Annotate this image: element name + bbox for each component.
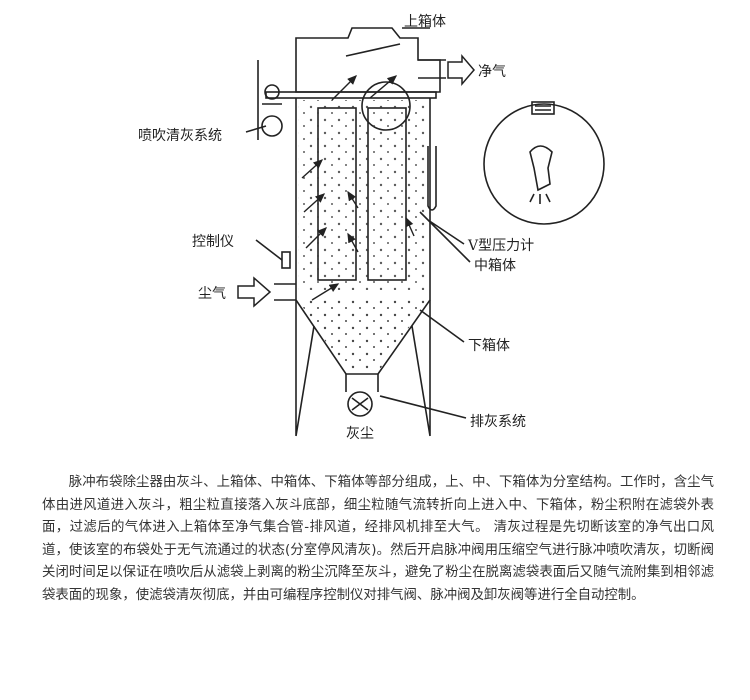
label-upper-box: 上箱体 bbox=[404, 14, 446, 30]
nozzle-detail bbox=[529, 145, 553, 192]
label-discharge-system: 排灰系统 bbox=[470, 414, 526, 430]
controller-box bbox=[281, 251, 291, 269]
dust-air-arrow bbox=[237, 276, 272, 308]
flow-arrow bbox=[305, 227, 327, 249]
label-controller: 控制仪 bbox=[192, 234, 234, 250]
dust-collector-diagram: 上箱体 净气 喷吹清灰系统 控制仪 V型压力计 中箱体 尘气 下箱体 排灰系统 … bbox=[138, 14, 605, 442]
label-clean-air: 净气 bbox=[478, 64, 506, 80]
outlet-duct bbox=[418, 59, 446, 79]
diagram-canvas: 上箱体 净气 喷吹清灰系统 控制仪 V型压力计 中箱体 尘气 下箱体 排灰系统 … bbox=[138, 14, 605, 442]
u-gauge bbox=[427, 146, 437, 211]
rotary-valve bbox=[347, 391, 373, 417]
clean-air-arrow bbox=[447, 53, 475, 87]
flow-arrow bbox=[301, 159, 324, 179]
flow-arrow bbox=[331, 75, 357, 101]
label-ash: 灰尘 bbox=[346, 426, 374, 442]
label-pulse-system: 喷吹清灰系统 bbox=[138, 128, 222, 144]
flow-arrow bbox=[347, 232, 359, 253]
blow-manifold bbox=[265, 91, 437, 99]
pulse-valve-top bbox=[264, 84, 280, 100]
label-pressure-gauge: V型压力计 bbox=[467, 238, 534, 254]
inlet-duct bbox=[274, 283, 296, 301]
support-legs bbox=[295, 300, 431, 437]
description-paragraph: 脉冲布袋除尘器由灰斗、上箱体、中箱体、下箱体等部分组成，上、中、下箱体为分室结构… bbox=[42, 475, 714, 603]
label-lower-box: 下箱体 bbox=[468, 338, 510, 354]
nozzle-detail-circle bbox=[483, 103, 605, 225]
middle-box-outline bbox=[295, 98, 431, 292]
pulse-valve bbox=[261, 115, 283, 137]
flow-arrow bbox=[303, 193, 326, 213]
hopper-outline bbox=[295, 292, 431, 375]
flow-arrow bbox=[311, 283, 340, 301]
flow-arrow bbox=[347, 190, 359, 209]
label-dust-air: 尘气 bbox=[198, 286, 226, 302]
flow-arrow bbox=[405, 216, 415, 237]
flow-arrow bbox=[369, 75, 398, 99]
label-middle-box: 中箱体 bbox=[474, 258, 516, 274]
